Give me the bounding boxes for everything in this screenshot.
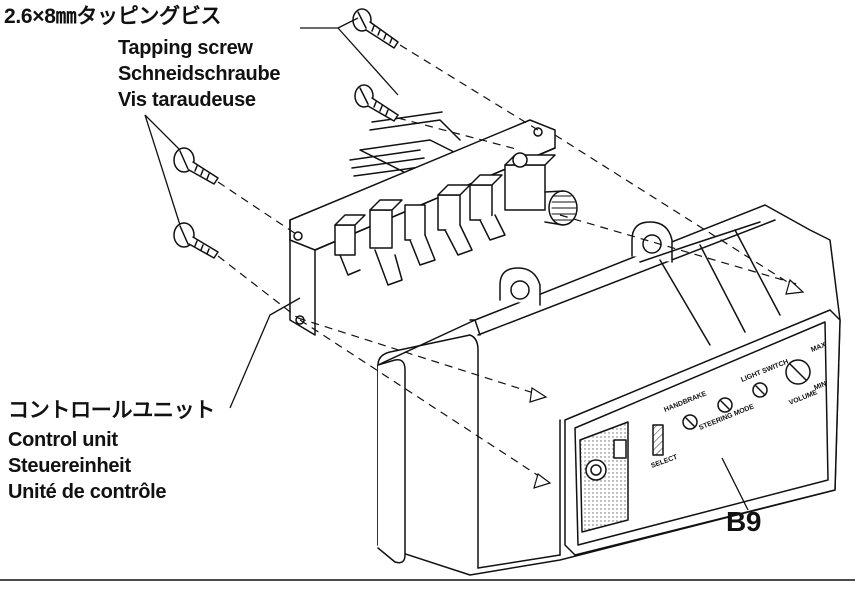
front-panel bbox=[564, 309, 841, 556]
screw-2 bbox=[354, 84, 399, 122]
screw-1 bbox=[352, 8, 399, 49]
screw-3 bbox=[173, 147, 219, 185]
screw-label-en: Tapping screw bbox=[118, 37, 253, 59]
unit-label-fr: Unité de contrôle bbox=[8, 481, 167, 503]
screw-label-de: Schneidschraube bbox=[118, 63, 281, 85]
switch-array bbox=[334, 174, 506, 286]
leader-lines bbox=[144, 17, 749, 511]
volume-potentiometer bbox=[504, 152, 578, 226]
part-id-label: B9 bbox=[726, 506, 762, 537]
screw-label-fr: Vis taraudeuse bbox=[118, 89, 256, 111]
alignment-guides bbox=[217, 44, 801, 481]
speaker-box bbox=[377, 204, 841, 576]
end-cap bbox=[377, 358, 406, 564]
unit-label-de: Steuereinheit bbox=[8, 455, 131, 477]
unit-label-en: Control unit bbox=[8, 429, 118, 451]
panel-min-label: MIN bbox=[813, 381, 828, 392]
screw-label-jp: 2.6×8㎜タッピングビス bbox=[4, 5, 222, 28]
unit-label-jp: コントロールユニット bbox=[8, 399, 215, 422]
screw-4 bbox=[173, 222, 219, 259]
select-switch bbox=[652, 424, 664, 456]
